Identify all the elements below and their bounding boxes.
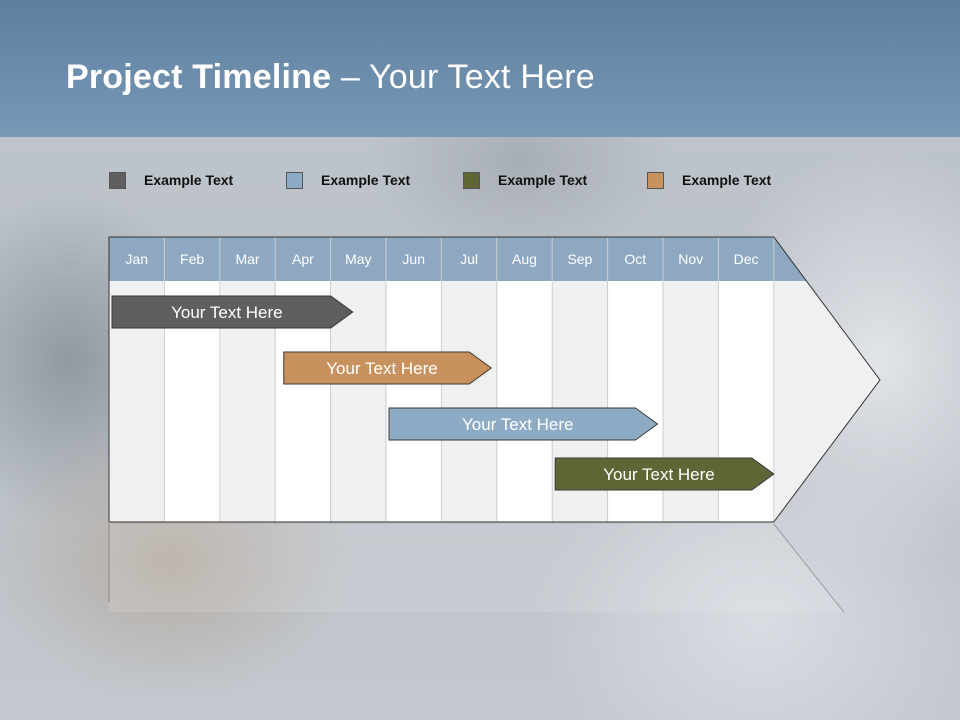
month-label: Apr — [292, 251, 314, 267]
legend-swatch-4 — [647, 171, 664, 189]
reflection-fill — [109, 524, 844, 612]
legend-swatch-3 — [463, 171, 480, 189]
timeline-grid: Jan Feb Mar Apr May Jun Jul Aug Sep Oct Nov Dec — [108, 236, 881, 523]
month-label: Jul — [460, 251, 478, 267]
month-label: May — [345, 251, 371, 267]
task-bar-label: Your Text Here — [171, 303, 283, 322]
task-bar — [554, 457, 775, 491]
month-label: Dec — [734, 251, 759, 267]
month-label: Oct — [624, 251, 646, 267]
month-column — [496, 281, 553, 522]
title-bold: Project Timeline — [66, 58, 332, 96]
month-header-cell — [275, 237, 331, 281]
month-header-cell — [109, 237, 165, 281]
month-column — [441, 281, 497, 522]
legend-label-4: Example Text — [682, 172, 772, 188]
task-bar — [388, 407, 659, 441]
timeline-outline — [108, 236, 881, 523]
legend-swatch-2 — [286, 171, 303, 189]
month-header-cell — [219, 237, 276, 281]
month-label: Nov — [678, 251, 703, 267]
month-label: Mar — [235, 251, 259, 267]
legend-label-3: Example Text — [498, 172, 588, 188]
month-label: Aug — [512, 251, 537, 267]
month-label: Feb — [180, 251, 204, 267]
legend-item-1: Example Text — [109, 170, 233, 190]
month-header-cell — [330, 237, 386, 281]
month-header-cell — [718, 237, 774, 281]
task-bar — [283, 351, 493, 385]
title-banner: Project Timeline – Your Text Here — [0, 0, 960, 137]
timeline-reflection — [108, 523, 845, 613]
month-header-cell — [607, 237, 663, 281]
month-label: Jan — [125, 251, 148, 267]
month-header-cell — [552, 237, 608, 281]
legend-label-2: Example Text — [321, 172, 411, 188]
task-bar-label: Your Text Here — [603, 465, 715, 484]
arrow-head-body — [773, 281, 880, 522]
task-bar-label: Your Text Here — [462, 415, 574, 434]
month-label: Jun — [402, 251, 425, 267]
month-header-cell — [164, 237, 220, 281]
legend-label-1: Example Text — [144, 172, 234, 188]
task-bar — [111, 295, 354, 329]
month-label: Sep — [567, 251, 592, 267]
reflection-edge-right — [773, 523, 845, 613]
page-title: Project Timeline – Your Text Here — [66, 58, 595, 97]
month-header-cell — [663, 237, 719, 281]
title-rest: – Your Text Here — [331, 58, 595, 96]
month-header-cell — [441, 237, 497, 281]
month-column — [386, 281, 442, 522]
legend-item-3: Example Text — [463, 170, 587, 190]
month-header-cell — [386, 237, 442, 281]
legend-item-4: Example Text — [647, 170, 771, 190]
task-bar-label: Your Text Here — [326, 359, 438, 378]
legend-item-2: Example Text — [286, 170, 410, 190]
legend-swatch-1 — [109, 171, 126, 189]
month-header-cell — [496, 237, 553, 281]
